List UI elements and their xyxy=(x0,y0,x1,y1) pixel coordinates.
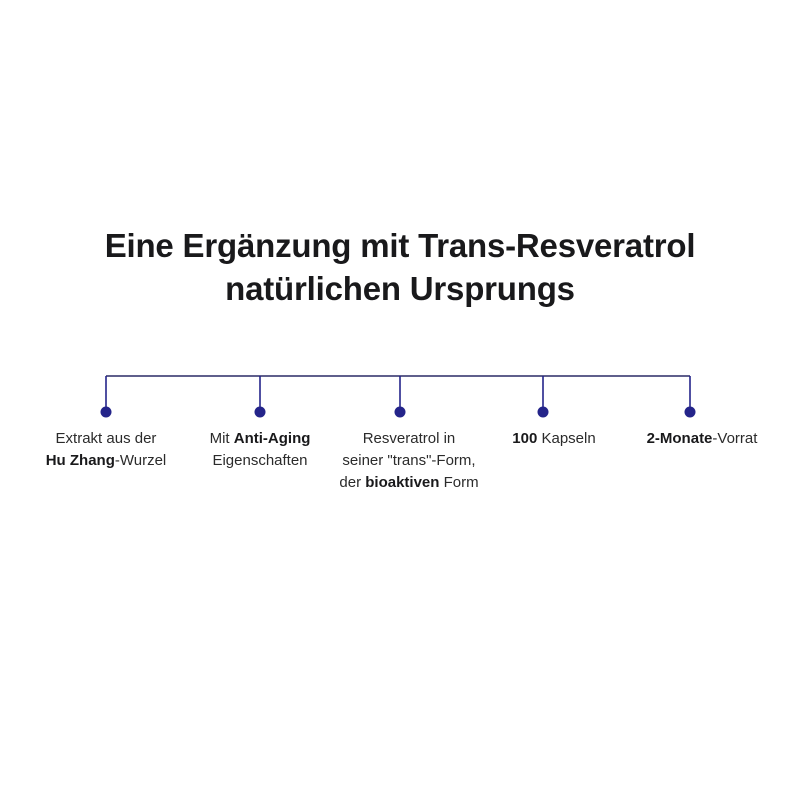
feature-label-line: 100 Kapseln xyxy=(481,428,627,450)
feature-plain-text: Resveratrol in xyxy=(362,430,456,447)
feature-emphasis-text: Anti-Aging xyxy=(233,430,311,447)
feature-plain-text: -Vorrat xyxy=(712,430,758,447)
page-title-line-1: Eine Ergänzung mit Trans-Resveratrol xyxy=(104,227,696,264)
feature-plain-text: Extrakt aus der xyxy=(55,430,157,447)
feature-label-row: Extrakt aus der Hu Zhang-Wurzel Mit Anti-A… xyxy=(0,428,800,494)
feature-plain-text: der xyxy=(339,474,366,491)
feature-plain-text: seiner "trans"-Form, xyxy=(342,452,476,469)
feature-emphasis-text: 100 xyxy=(512,430,538,447)
bracket-node-dot-3 xyxy=(537,406,549,418)
feature-label-capsule-count: 100 Kapseln xyxy=(481,428,627,450)
feature-emphasis-text: 2-Monate xyxy=(646,430,713,447)
bracket-connector xyxy=(0,360,800,430)
feature-label-line: der bioaktiven Form xyxy=(333,472,485,494)
feature-label-extract-source: Extrakt aus der Hu Zhang-Wurzel xyxy=(33,428,179,472)
feature-plain-text: Eigenschaften xyxy=(212,452,308,469)
bracket-node-dot-0 xyxy=(100,406,112,418)
bracket-node-dot-2 xyxy=(394,406,406,418)
feature-label-line: Mit Anti-Aging xyxy=(187,428,333,450)
page-title: Eine Ergänzung mit Trans-Resveratrol nat… xyxy=(0,224,800,310)
bracket-node-dot-4 xyxy=(684,406,696,418)
feature-label-line: Resveratrol in xyxy=(333,428,485,450)
feature-emphasis-text: bioaktiven xyxy=(365,474,440,491)
bracket-connector-graphic xyxy=(100,375,696,418)
feature-label-line: Extrakt aus der xyxy=(33,428,179,450)
page-title-line-2: natürlichen Ursprungs xyxy=(225,270,575,307)
feature-label-line: 2-Monate-Vorrat xyxy=(629,428,775,450)
feature-label-trans-form: Resveratrol in seiner "trans"-Form, der bi… xyxy=(333,428,485,494)
feature-label-line: Eigenschaften xyxy=(187,450,333,472)
feature-plain-text: Kapseln xyxy=(537,430,596,447)
feature-label-line: seiner "trans"-Form, xyxy=(333,450,485,472)
feature-emphasis-text: Hu Zhang xyxy=(45,452,115,469)
feature-label-line: Hu Zhang-Wurzel xyxy=(33,450,179,472)
feature-plain-text: -Wurzel xyxy=(114,452,167,469)
bracket-node-dot-1 xyxy=(254,406,266,418)
feature-label-supply-duration: 2-Monate-Vorrat xyxy=(629,428,775,450)
feature-plain-text: Form xyxy=(439,474,479,491)
feature-plain-text: Mit xyxy=(209,430,234,447)
